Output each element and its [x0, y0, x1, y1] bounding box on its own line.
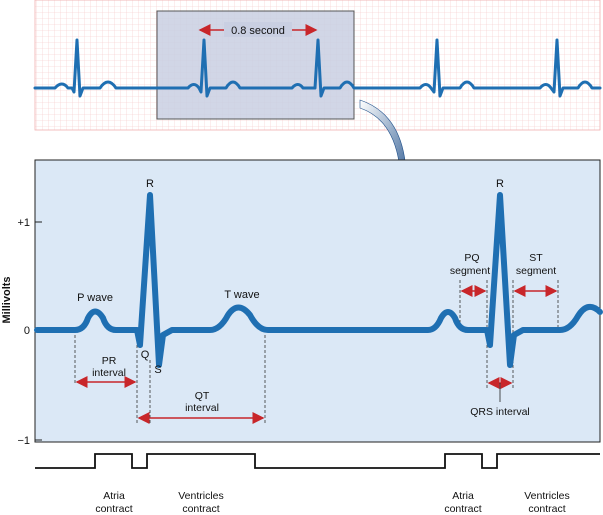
atria-contract-2-line2: contract: [444, 503, 481, 515]
ventricles-contract-2-line1: Ventricles: [524, 490, 570, 502]
pq-segment-label-2: segment: [450, 265, 490, 277]
timing-step-line: [35, 453, 600, 469]
interval-label-bg: [224, 22, 292, 37]
ventricles-contract-1-line2: contract: [182, 503, 219, 515]
label-q: Q: [141, 349, 150, 361]
atria-contract-1-line1: Atria: [103, 490, 125, 502]
y-axis-label: Millivolts: [1, 276, 13, 323]
ecg-trace: [34, 192, 603, 368]
pr-interval-label-2: interval: [92, 367, 126, 379]
qt-interval-label-1: QT: [195, 390, 210, 402]
strip-trace: [33, 38, 602, 98]
rhythm-strip: 0.8 second: [33, 0, 602, 131]
interval-label: 0.8 second: [231, 25, 285, 37]
panel-background: [34, 159, 601, 443]
st-segment-label-2: segment: [516, 265, 556, 277]
qrs-interval-label: QRS interval: [470, 406, 530, 418]
label-t-wave: T wave: [224, 289, 259, 301]
label-s: S: [154, 364, 161, 376]
label-p-wave: P wave: [77, 292, 113, 304]
contraction-timeline: Atria contract Ventricles contract Atria…: [35, 453, 600, 515]
atria-contract-2-line1: Atria: [452, 490, 474, 502]
tick-label-minus1: −1: [17, 435, 30, 447]
pr-interval-label-1: PR: [102, 355, 117, 367]
atria-contract-1-line2: contract: [95, 503, 132, 515]
pq-segment-label-1: PQ: [464, 252, 479, 264]
ventricles-contract-2-line2: contract: [528, 503, 565, 515]
tick-label-zero: 0: [24, 325, 30, 337]
ventricles-contract-1-line1: Ventricles: [178, 490, 224, 502]
label-r-1: R: [146, 178, 154, 190]
ecg-panel: +1 0 −1 Millivolts P wave T wave R R Q S…: [1, 159, 603, 447]
qt-interval-label-2: interval: [185, 402, 219, 414]
tick-label-plus1: +1: [17, 217, 30, 229]
label-r-2: R: [496, 178, 504, 190]
st-segment-label-1: ST: [529, 252, 543, 264]
